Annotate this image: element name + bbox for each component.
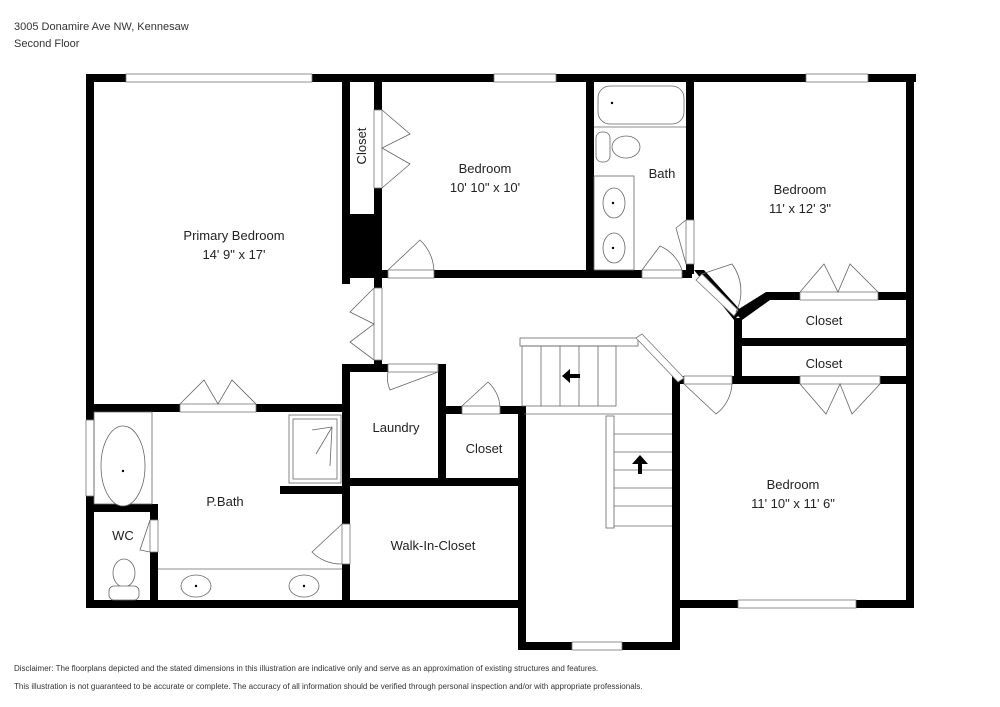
- property-address: 3005 Donamire Ave NW, Kennesaw: [14, 21, 189, 33]
- room-label-p-bath: P.Bath: [206, 494, 243, 509]
- room-label-laundry: Laundry: [373, 420, 420, 435]
- arrow-left-icon: [562, 369, 580, 383]
- room-label-primary-bedroom: Primary Bedroom: [183, 228, 284, 243]
- disclaimer-line-2: This illustration is not guaranteed to b…: [14, 682, 643, 691]
- room-label-closet-hall: Closet: [466, 441, 503, 456]
- room-label-bedroom-2: Bedroom: [459, 161, 512, 176]
- doors: [139, 109, 881, 565]
- room-label-closet-vertical: Closet: [354, 127, 369, 164]
- staircase: [519, 333, 685, 529]
- room-label-closet-upper: Closet: [806, 313, 843, 328]
- room-label-walk-in-closet: Walk-In-Closet: [391, 538, 476, 553]
- room-label-bedroom-3: Bedroom: [774, 182, 827, 197]
- room-label-bath: Bath: [649, 166, 676, 181]
- room-dims-primary-bedroom: 14' 9" x 17': [202, 247, 265, 262]
- room-dims-bedroom-4: 11' 10" x 11' 6": [751, 496, 835, 511]
- windows: [85, 73, 869, 651]
- floor-label: Second Floor: [14, 38, 80, 50]
- room-label-wc: WC: [112, 528, 134, 543]
- arrow-up-icon: [632, 455, 648, 474]
- fixtures: [93, 85, 686, 601]
- room-label-closet-lower: Closet: [806, 356, 843, 371]
- room-label-bedroom-4: Bedroom: [767, 477, 820, 492]
- room-dims-bedroom-2: 10' 10" x 10': [450, 180, 520, 195]
- disclaimer-line-1: Disclaimer: The floorplans depicted and …: [14, 664, 599, 673]
- room-dims-bedroom-3: 11' x 12' 3": [769, 201, 831, 216]
